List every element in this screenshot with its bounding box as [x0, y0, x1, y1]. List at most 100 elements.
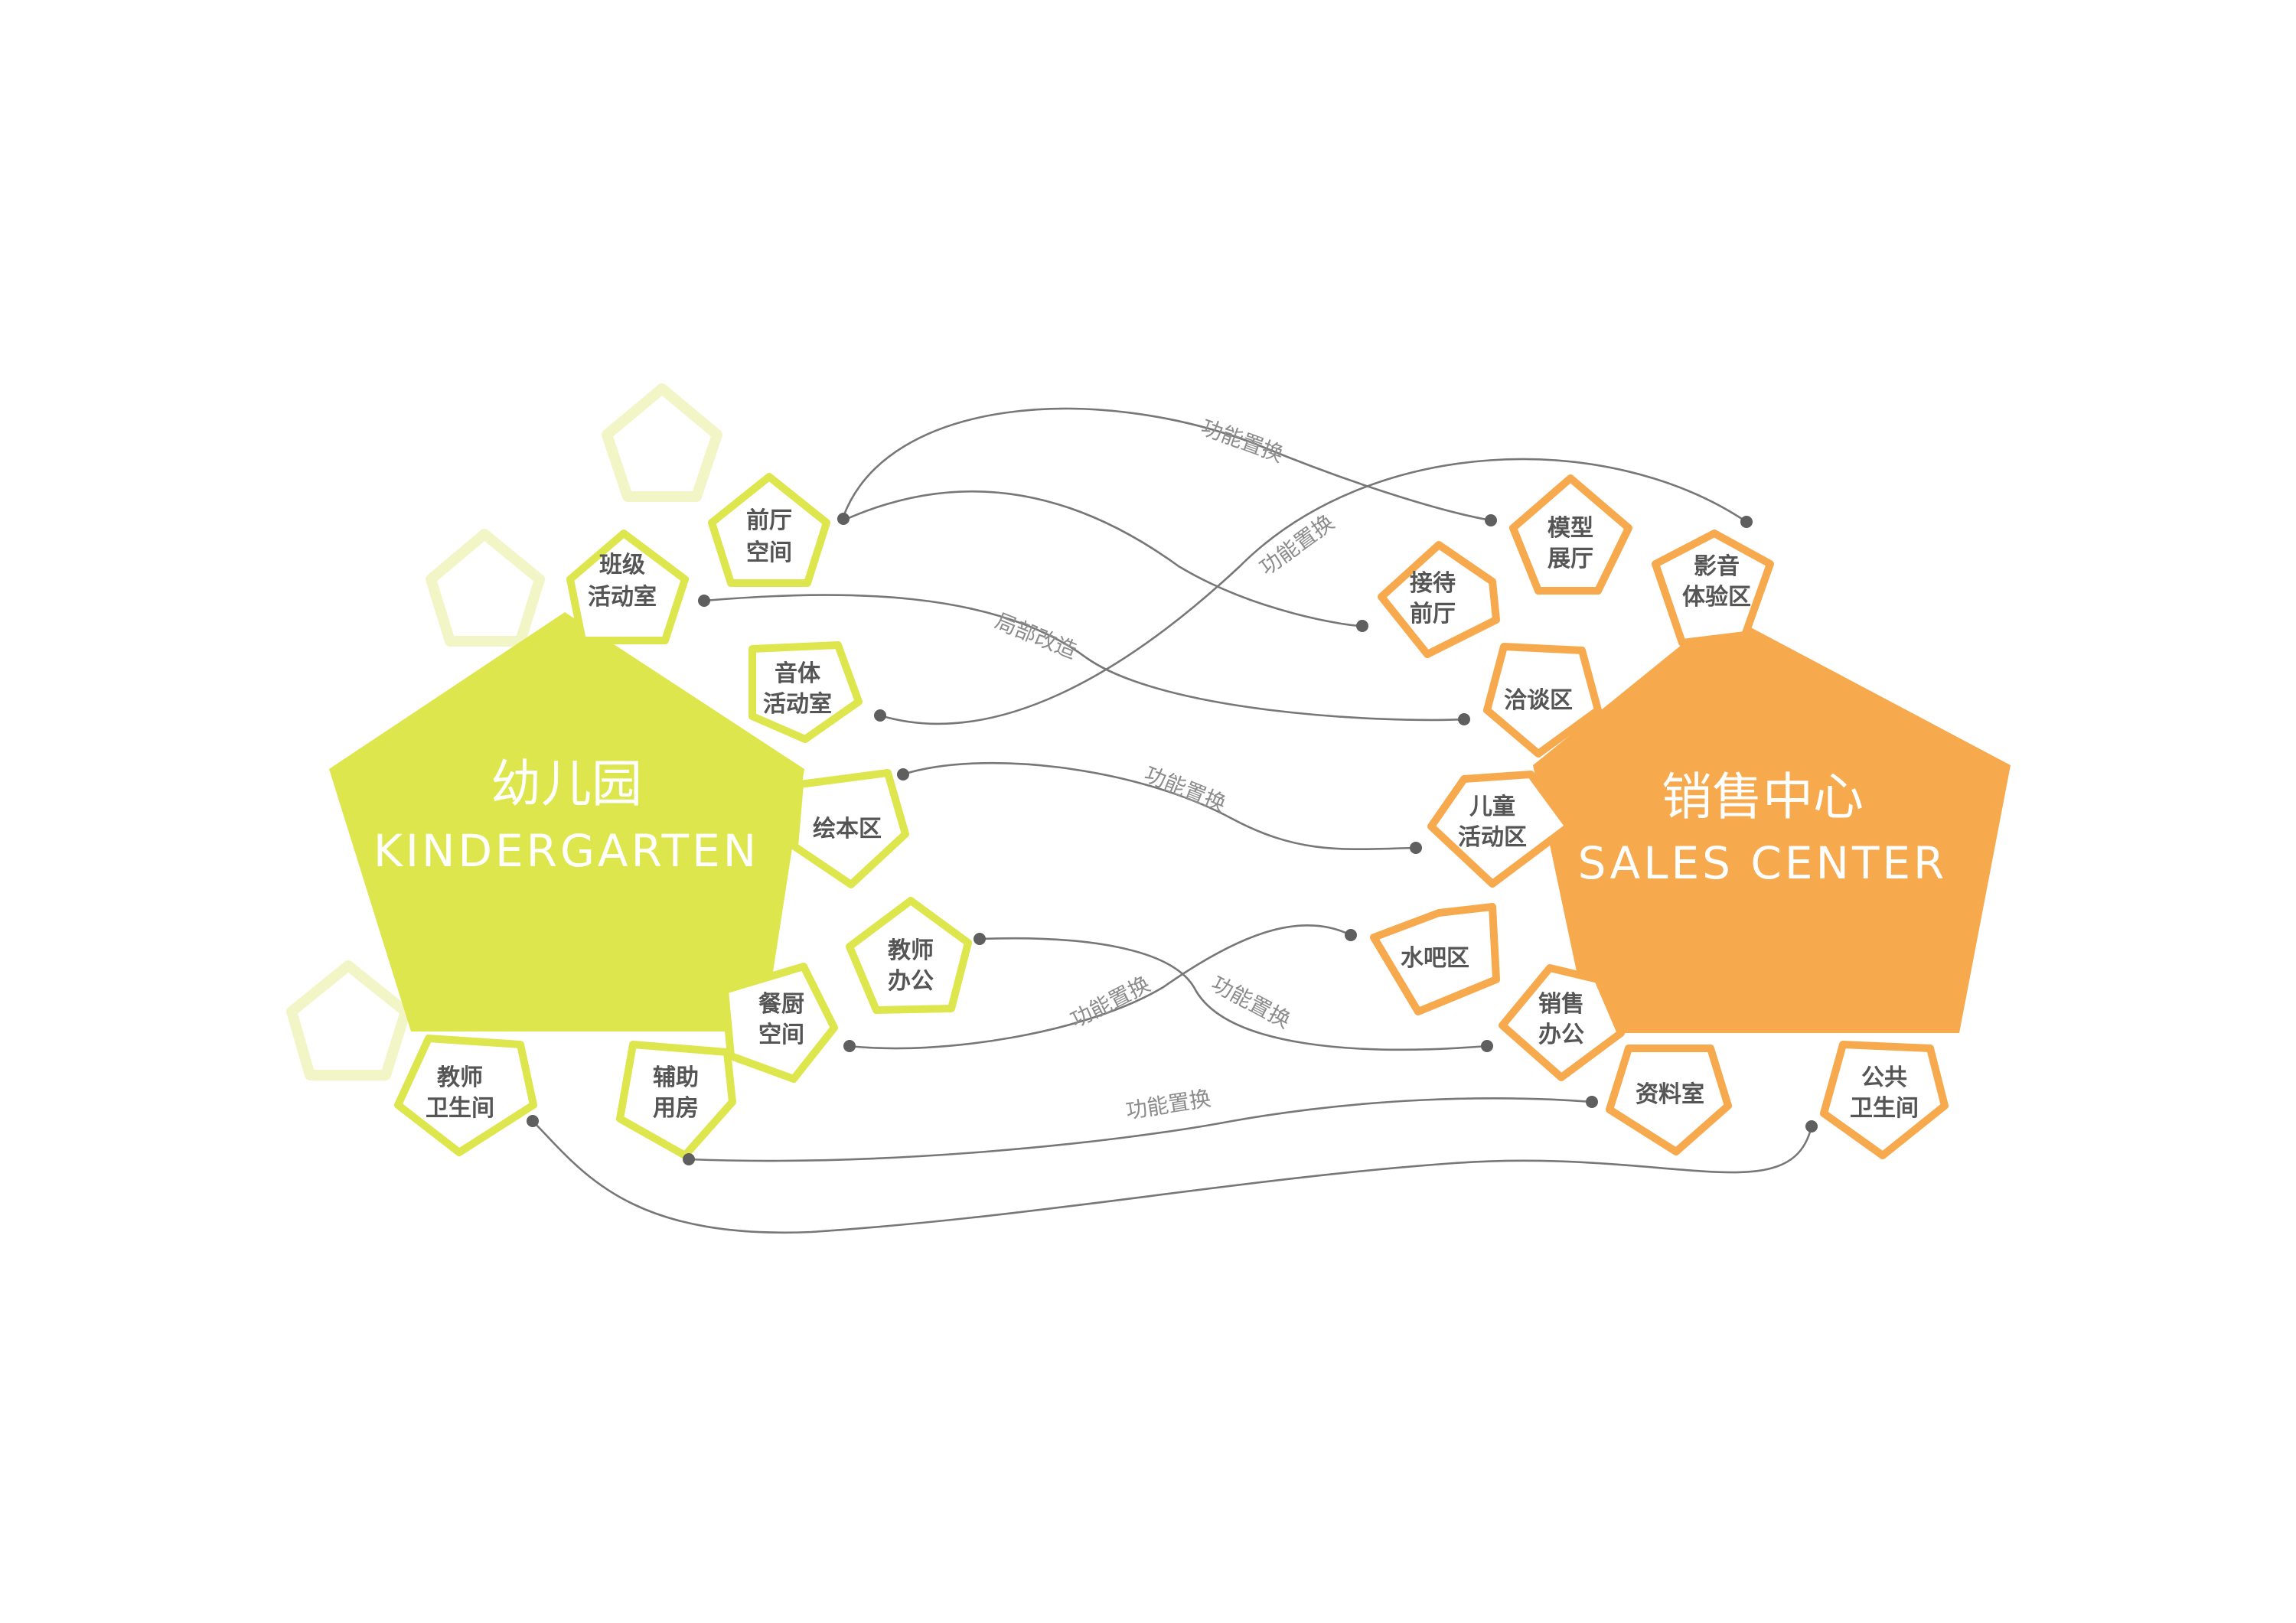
connector-label-fuzhu-ziliao: 功能置换: [1124, 1086, 1213, 1124]
node-qiatan-label-1: 洽谈区: [1504, 687, 1573, 714]
node-huiben: 绘本区: [791, 769, 909, 888]
connector-endpoint: [1740, 516, 1753, 528]
node-yingyin-pentagon: [1652, 530, 1774, 647]
node-ziliao-label-1: 资料室: [1636, 1081, 1704, 1108]
sales-hub-title-en: SALES CENTER: [1578, 837, 1948, 889]
node-moxing-label-1: 模型: [1548, 515, 1593, 542]
node-canchu-label-1: 餐厨: [758, 991, 804, 1018]
node-ertong: 儿童 活动区: [1427, 771, 1573, 888]
node-jiaoshi-bangong-label-2: 办公: [888, 968, 934, 995]
node-moxing-label-2: 展厅: [1548, 546, 1593, 572]
connector-jiaoshi-xiaoshou: [979, 937, 1488, 1051]
node-yingyin: 影音 体验区: [1652, 530, 1774, 647]
node-fuzhu-label-2: 用房: [653, 1095, 699, 1122]
connector-labels: 功能置换 局部改造 功能置换 功能置换 功能置换 功能置换 功能置换: [991, 414, 1339, 1123]
connector-huiben-ertong: [902, 761, 1417, 851]
connector-endpoint: [897, 768, 909, 781]
kindergarten-hub-title-cn: 幼儿园: [491, 754, 642, 813]
node-jiaoshi-weisheng-label-2: 卫生间: [426, 1095, 494, 1122]
node-shuiba-pentagon: [1370, 903, 1500, 1015]
node-qianting-label-1: 前厅: [746, 507, 792, 534]
connectors: [527, 407, 1818, 1234]
node-xiaoshou-pentagon: [1499, 964, 1625, 1081]
connector-banji-qiatan: [703, 594, 1465, 722]
node-ziliao: 资料室: [1606, 1045, 1732, 1155]
node-qianting-label-2: 空间: [746, 539, 792, 566]
connector-endpoint: [837, 513, 850, 525]
connector-endpoint: [874, 709, 886, 722]
node-xiaoshou-label-2: 办公: [1538, 1022, 1584, 1048]
node-qianting: 前厅 空间: [708, 473, 830, 587]
node-qiatan: 洽谈区: [1483, 643, 1602, 758]
connector-endpoint: [1485, 514, 1497, 526]
node-jiedai: 接待 前厅: [1378, 541, 1500, 658]
deco-pentagon-2: [426, 529, 545, 647]
node-yinti-label-1: 音体: [775, 660, 821, 687]
node-banji: 班级 活动室: [566, 530, 689, 644]
connector-label-jiaoshi-xiaoshou: 功能置换: [1207, 971, 1294, 1034]
connector-label-qianting-moxing: 功能置换: [1198, 414, 1287, 467]
connector-fuzhu-ziliao: [688, 1097, 1593, 1162]
node-yingyin-label-1: 影音: [1694, 553, 1740, 580]
node-jiaoshi-bangong-pentagon: [846, 897, 972, 1014]
node-huiben-label-1: 绘本区: [813, 816, 882, 842]
kindergarten-hub-shape: [329, 612, 804, 1031]
node-shuiba-label-1: 水吧区: [1401, 945, 1469, 972]
node-shuiba: 水吧区: [1370, 903, 1500, 1015]
connector-endpoint: [1481, 1040, 1493, 1052]
connector-qianting-jiedai: [843, 490, 1363, 627]
connector-endpoint: [1458, 713, 1470, 725]
node-jiedai-label-1: 接待: [1410, 570, 1456, 597]
connector-jiaoshiwc-gonggong: [532, 1120, 1813, 1234]
connector-endpoint: [1805, 1120, 1818, 1133]
sales-hub: 销售中心 SALES CENTER: [1533, 612, 2011, 1033]
node-yinti-pentagon: [748, 641, 863, 743]
node-fuzhu-label-1: 辅助: [653, 1064, 699, 1091]
connector-endpoint: [527, 1115, 539, 1127]
node-jiaoshi-weisheng: 教师 卫生间: [394, 1035, 537, 1156]
node-jiaoshi-weisheng-label-1: 教师: [437, 1064, 483, 1091]
connector-endpoint: [843, 1040, 856, 1052]
node-qiatan-pentagon: [1483, 643, 1602, 758]
node-moxing: 模型 展厅: [1509, 474, 1632, 595]
connector-qianting-moxing: [842, 407, 1492, 522]
node-banji-label-2: 活动室: [588, 584, 657, 611]
node-moxing-pentagon: [1509, 474, 1632, 595]
connector-endpoint: [1345, 929, 1357, 941]
node-canchu-label-2: 空间: [758, 1022, 804, 1048]
node-gonggong-label-2: 卫生间: [1850, 1095, 1919, 1122]
connector-endpoint: [974, 933, 986, 945]
node-gonggong-label-1: 公共: [1861, 1064, 1907, 1091]
connector-label-banji-qiatan: 局部改造: [991, 608, 1080, 664]
node-jiedai-label-2: 前厅: [1410, 601, 1456, 627]
node-yinti-label-2: 活动室: [763, 691, 832, 718]
node-banji-label-1: 班级: [599, 552, 645, 578]
node-yinti: 音体 活动室: [748, 641, 863, 743]
kindergarten-nodes: 前厅 空间 班级 活动室 音体 活动室 绘本区 教师 办公 餐厨 空间: [394, 473, 972, 1159]
connector-endpoint: [1586, 1096, 1598, 1108]
node-ertong-label-2: 活动区: [1458, 824, 1527, 851]
connector-endpoint: [1356, 620, 1368, 632]
node-jiaoshi-weisheng-pentagon: [394, 1035, 537, 1156]
node-huiben-pentagon: [791, 769, 909, 888]
kindergarten-hub-title-en: KINDERGARTEN: [373, 825, 759, 877]
node-jiaoshi-bangong-label-1: 教师: [888, 937, 934, 964]
node-jiedai-pentagon: [1378, 541, 1500, 658]
node-qianting-pentagon: [708, 473, 830, 587]
connector-endpoint: [1410, 842, 1422, 854]
node-xiaoshou-label-1: 销售: [1538, 991, 1584, 1018]
node-ertong-label-1: 儿童: [1469, 794, 1515, 820]
node-banji-pentagon: [566, 530, 689, 644]
connector-endpoint: [698, 595, 710, 607]
deco-pentagon-3: [286, 960, 411, 1080]
node-fuzhu-pentagon: [616, 1041, 736, 1159]
connector-yinti-yingyin: [879, 458, 1747, 725]
connector-endpoint: [683, 1153, 695, 1165]
decorative-pentagons: [286, 383, 722, 1080]
sales-nodes: 模型 展厅 接待 前厅 影音 体验区 洽谈区 儿童 活动区 水吧区 销售: [1370, 474, 1949, 1159]
kindergarten-hub: 幼儿园 KINDERGARTEN: [329, 612, 804, 1031]
node-canchu-pentagon: [721, 963, 838, 1083]
deco-pentagon-1: [602, 383, 722, 502]
sales-hub-shape: [1533, 612, 2011, 1033]
